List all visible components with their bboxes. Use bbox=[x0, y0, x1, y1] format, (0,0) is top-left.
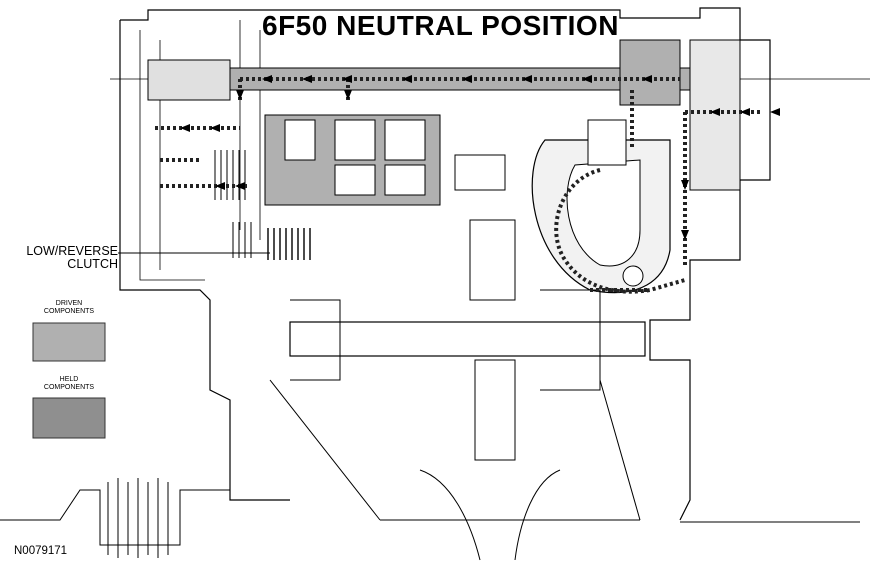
held-components-label: HELD COMPONENTS bbox=[43, 376, 95, 391]
differential-housing bbox=[269, 379, 641, 561]
piston-valve bbox=[587, 119, 627, 166]
left-shaft-end bbox=[147, 59, 231, 101]
planetary-gear-3 bbox=[384, 119, 426, 161]
output-flange bbox=[689, 39, 741, 191]
transfer-gear-right bbox=[540, 289, 601, 391]
halfshaft bbox=[0, 489, 230, 546]
clutch-pack-upper bbox=[214, 150, 246, 200]
clutch-pack-lower-left bbox=[232, 222, 252, 258]
idler-gear-column bbox=[469, 219, 516, 301]
diagram-title: 6F50 NEUTRAL POSITION bbox=[262, 10, 619, 41]
roller-cage bbox=[454, 154, 506, 191]
low-reverse-clutch-callout: LOW/REVERSE CLUTCH bbox=[14, 245, 118, 271]
input-shaft-hub bbox=[619, 39, 681, 106]
cv-boot-ridges bbox=[107, 478, 169, 558]
pump-rotor bbox=[566, 159, 641, 267]
low-reverse-clutch-pack bbox=[267, 228, 311, 260]
transfer-gear-left bbox=[290, 299, 341, 381]
driven-components-swatch bbox=[32, 322, 106, 362]
differential-column bbox=[474, 359, 516, 461]
figure-id: N0079171 bbox=[14, 545, 68, 557]
flow-arrows bbox=[180, 75, 780, 240]
planetary-gear-4 bbox=[334, 164, 376, 196]
driven-components-label: DRIVEN COMPONENTS bbox=[43, 300, 95, 315]
low-reverse-clutch-label: LOW/REVERSE CLUTCH bbox=[26, 244, 118, 271]
case-housing-outline bbox=[119, 7, 771, 521]
pump-gear-center bbox=[622, 265, 644, 287]
held-components-swatch bbox=[32, 397, 106, 439]
planetary-gear-5 bbox=[384, 164, 426, 196]
planetary-gear-1 bbox=[284, 119, 316, 161]
planetary-gear-2 bbox=[334, 119, 376, 161]
transfer-shaft bbox=[289, 321, 646, 357]
case-housing-inner bbox=[139, 20, 261, 281]
